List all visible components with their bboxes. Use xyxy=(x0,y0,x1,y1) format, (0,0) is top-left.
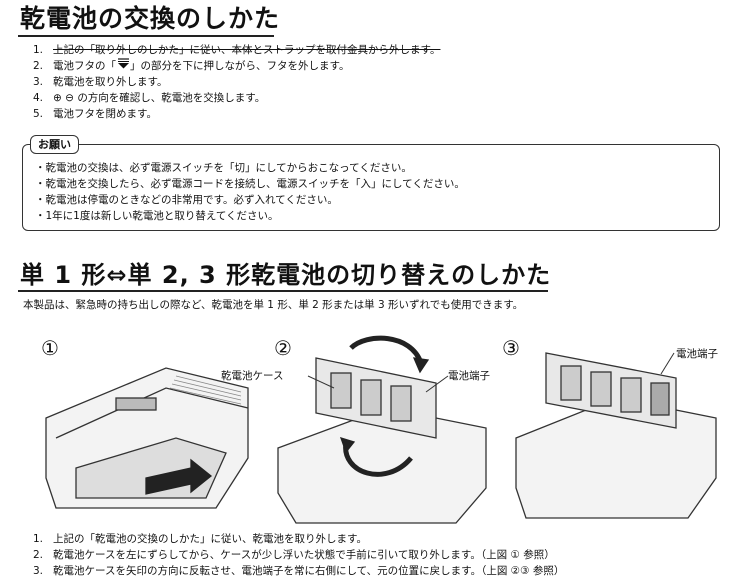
step-4: 4.⊕ ⊖ の方向を確認し、乾電池を交換します。 xyxy=(33,92,266,104)
notice-list: ・乾電池の交換は、必ず電源スイッチを「切」にしてからおこなってください。 ・乾電… xyxy=(35,160,465,224)
figure-1-drawing xyxy=(45,367,249,509)
down-triangle-icon xyxy=(116,58,130,75)
notice-item: ・乾電池は停電のときなどの非常用です。必ず入れてください。 xyxy=(35,194,338,206)
notice-item: ・乾電池の交換は、必ず電源スイッチを「切」にしてからおこなってください。 xyxy=(35,162,412,174)
step-3: 3.乾電池ケースを矢印の方向に反転させ、電池端子を常に右側にして、元の位置に戻し… xyxy=(33,565,565,577)
notice-item: ・1年に1度は新しい乾電池と取り替えてください。 xyxy=(35,210,279,222)
plus-icon: ⊕ xyxy=(53,92,62,104)
step-1: 1.上記の「乾電池の交換のしかた」に従い、乾電池を取り外します。 xyxy=(33,533,367,545)
device-illustrations xyxy=(45,335,717,524)
figure-2-drawing xyxy=(277,335,487,524)
page-title: 乾電池の交換のしかた xyxy=(20,4,281,33)
switching-steps: 1.上記の「乾電池の交換のしかた」に従い、乾電池を取り外します。 2.乾電池ケー… xyxy=(33,531,564,579)
figure-1-label: ① xyxy=(41,336,59,360)
step-5: 5.電池フタを閉めます。 xyxy=(33,108,157,120)
notice-box: ・乾電池の交換は、必ず電源スイッチを「切」にしてからおこなってください。 ・乾電… xyxy=(22,144,720,231)
notice-label: お願い xyxy=(30,135,79,154)
step-3: 3.乾電池を取り外します。 xyxy=(33,76,168,88)
step-2: 2.電池フタの「」の部分を下に押しながら、フタを外します。 xyxy=(33,58,440,74)
minus-icon: ⊖ xyxy=(65,92,74,104)
figure-3-drawing xyxy=(515,352,717,519)
step-1: 1.上記の「取り外しのしかた」に従い、本体とストラップを取付金具から外します。 xyxy=(33,44,441,56)
title-underline xyxy=(18,35,274,37)
replacement-steps: 1.上記の「取り外しのしかた」に従い、本体とストラップを取付金具から外します。 … xyxy=(33,42,440,122)
notice-item: ・乾電池を交換したら、必ず電源コードを接続し、電源スイッチを「入」にしてください… xyxy=(35,178,465,190)
title-underline xyxy=(18,290,548,292)
callout-battery-case: 乾電池ケース xyxy=(221,370,284,382)
step-2: 2.乾電池ケースを左にずらしてから、ケースが少し浮いた状態で手前に引いて取り外し… xyxy=(33,549,555,561)
section-title: 単 1 形⇔単 2, 3 形乾電池の切り替えのしかた xyxy=(20,261,552,289)
figure-3-label: ③ xyxy=(502,336,520,360)
callout-battery-terminal: 電池端子 xyxy=(676,348,718,360)
figure-area: ① ② ③ 乾電池ケース 電池端子 電池端子 xyxy=(16,328,730,528)
figure-2-label: ② xyxy=(274,336,292,360)
callout-battery-terminal: 電池端子 xyxy=(448,370,490,382)
section-lead: 本製品は、緊急時の持ち出しの際など、乾電池を単 1 形、単 2 形または単 3 … xyxy=(23,299,524,311)
